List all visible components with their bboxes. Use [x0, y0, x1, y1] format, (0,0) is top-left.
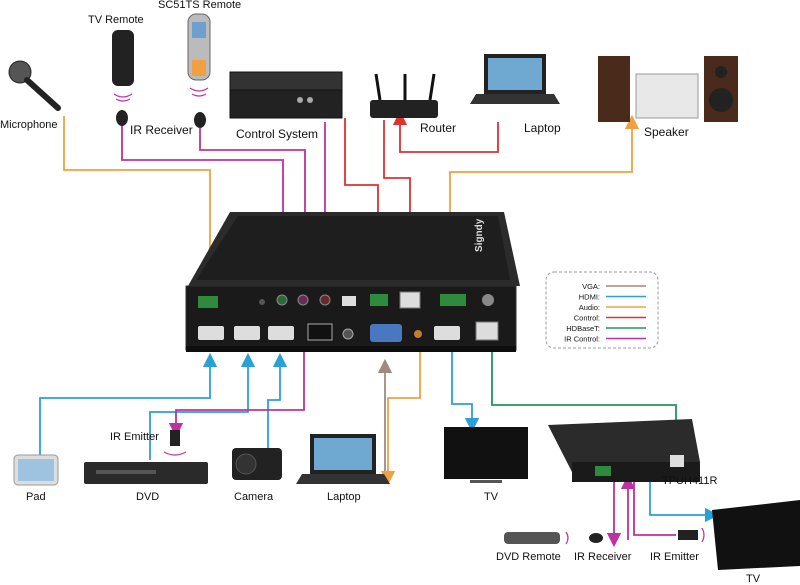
legend-label: IR Control:: [564, 335, 600, 344]
laptop-bottom-label: Laptop: [327, 491, 361, 503]
control-system-label: Control System: [236, 127, 318, 141]
dvd-label: DVD: [136, 491, 159, 503]
router-label: Router: [420, 121, 456, 135]
pad-device: Pad: [13, 454, 59, 503]
display-port: [307, 323, 333, 341]
legend-label: HDMI:: [579, 293, 600, 302]
sc51ts-remote-label: SC51TS Remote: [158, 0, 241, 11]
cable-hdmi-out-tv: [451, 340, 480, 433]
hdmi-out-port: [434, 326, 460, 340]
ir-in-port-1: [276, 294, 288, 306]
cable-ir-emitter-dvd: [168, 340, 305, 438]
cable-laptop-router: [392, 110, 499, 153]
speaker-device: Speaker: [598, 56, 738, 139]
cable-laptop-vga: [377, 358, 393, 476]
dvd-remote-device: DVD Remote: [496, 531, 569, 563]
microphone-label: Microphone: [0, 119, 57, 131]
cable-pad-hdmi: [39, 352, 218, 455]
hdmi-in-2-port: [234, 326, 260, 340]
router-device: Router: [370, 73, 456, 135]
tv-middle-device: TV: [444, 427, 528, 503]
reset-button: [259, 299, 265, 305]
cable-receiver-ir-tx2: [633, 480, 676, 536]
cable-dvd-hdmi: [149, 352, 256, 460]
tv-right-device: TV: [712, 500, 800, 585]
rs232-port: [370, 294, 388, 306]
lan-port: [399, 291, 421, 309]
laptop-top-device: Laptop: [470, 54, 561, 135]
legend-label: Audio:: [579, 303, 600, 312]
receiver-device: TPUH411R: [548, 419, 717, 487]
legend-label: HDBaseT:: [566, 324, 600, 333]
tv-remote-label: TV Remote: [88, 14, 144, 26]
cables: [39, 110, 720, 548]
tv-remote-device: TV Remote: [88, 14, 144, 126]
laptop-bottom-device: Laptop: [296, 434, 390, 503]
legend-label: VGA:: [582, 282, 600, 291]
dc-power-port: [482, 294, 494, 306]
control-system-device: Control System: [229, 71, 343, 141]
usb-port: [342, 296, 356, 306]
camera-device: Camera: [232, 448, 282, 503]
ir-receiver-top-label: IR Receiver: [130, 123, 193, 137]
hdmi-in-1-port: [198, 326, 224, 340]
brand-text: Signdy: [474, 218, 485, 252]
ir-emitter-left-label: IR Emitter: [110, 431, 159, 443]
camera-label: Camera: [234, 491, 274, 503]
microphone-device: Microphone: [0, 60, 61, 131]
audio-in-jack: [342, 328, 354, 340]
audio-jack: [414, 330, 422, 338]
dvd-remote-label: DVD Remote: [496, 551, 561, 563]
ir-emitter-bottom-device: IR Emitter: [650, 527, 705, 563]
ir-receiver-2-icon: [194, 112, 206, 128]
cable-camera-hdmi: [267, 352, 288, 448]
audio-out-port: [440, 294, 466, 306]
ir-receiver-bottom-label: IR Receiver: [574, 551, 632, 563]
laptop-top-label: Laptop: [524, 121, 561, 135]
ir-emitter-bottom-label: IR Emitter: [650, 551, 699, 563]
hdbt-out-port: [475, 321, 499, 341]
ir-receiver-1-icon: [116, 110, 128, 126]
legend: VGA: HDMI:Audio: Control:HDBaseT: IR Contro…: [545, 271, 659, 349]
hdmi-in-3-port: [268, 326, 294, 340]
vga-port: [370, 324, 402, 342]
cable-laptop-audio: [380, 340, 421, 486]
speaker-label: Speaker: [644, 125, 689, 139]
switcher-device: Signdy: [185, 212, 520, 352]
sc51ts-remote-device: SC51TS Remote IR Receiver: [130, 0, 241, 137]
ir-receiver-bottom-device: IR Receiver: [574, 533, 632, 563]
ir-in-port-2: [297, 294, 309, 306]
dvd-device: DVD: [84, 462, 208, 503]
mic-input-port: [198, 296, 218, 308]
ir-emitter-left-device: IR Emitter: [110, 430, 187, 456]
pad-label: Pad: [26, 491, 46, 503]
tv-right-label: TV: [746, 573, 761, 585]
ir-out-port: [319, 294, 331, 306]
legend-label: Control:: [574, 314, 600, 323]
receiver-label: TPUH411R: [662, 475, 717, 487]
tv-middle-label: TV: [484, 491, 499, 503]
cable-mic-audio: [63, 116, 218, 300]
